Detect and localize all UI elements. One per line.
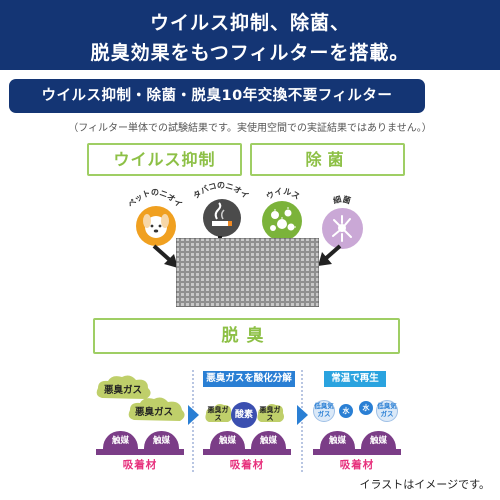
low-odor-gas-bubble-2 xyxy=(376,400,398,422)
odor-gas-cloud-3 xyxy=(205,404,232,422)
odor-gas-text-4: 悪臭ガス xyxy=(259,406,281,422)
next-step-arrow-icon xyxy=(188,405,199,425)
cigarette-icon xyxy=(203,199,241,237)
odor-gas-cloud-4 xyxy=(257,404,284,422)
odor-gas-text-2: 悪臭ガス xyxy=(135,407,174,418)
filter-title-badge: ウイルス抑制・除菌・脱臭10年交換不要フィルター xyxy=(9,79,425,113)
svg-text:細菌: 細菌 xyxy=(332,194,352,206)
catalyst-chip-6: 触媒 xyxy=(361,431,396,449)
low-odor-gas-text: 低臭気ガス xyxy=(314,402,334,418)
test-disclaimer: （フィルター単体での試験結果です。実使用空間での実証結果ではありません。） xyxy=(68,123,432,134)
catalyst-chip: 触媒 xyxy=(103,431,138,449)
regenerate-badge: 常温で再生 xyxy=(324,371,386,387)
svg-text:タバコのニオイ: タバコのニオイ xyxy=(191,181,250,201)
adsorbent-label-2: 吸着材 xyxy=(229,459,265,471)
odor-gas-text-3: 悪臭ガス xyxy=(207,406,229,422)
pet-dog-icon xyxy=(136,206,176,246)
catalyst-chip-5: 触媒 xyxy=(320,431,355,449)
adsorbent-base xyxy=(96,449,184,455)
header-line-2: 脱臭効果をもつフィルターを搭載。 xyxy=(90,42,410,64)
low-odor-gas-bubble xyxy=(313,400,335,422)
low-odor-gas-text-2: 低臭気ガス xyxy=(377,402,397,418)
panel-divider xyxy=(192,370,194,472)
virus-suppression-label: ウイルス抑制 xyxy=(87,143,242,176)
header-line-1: ウイルス抑制、除菌、 xyxy=(149,12,350,34)
adsorbent-label-3: 吸着材 xyxy=(339,459,375,471)
catalyst-chip-3: 触媒 xyxy=(210,431,245,449)
arrow-down-left-icon xyxy=(318,244,342,266)
arrow-down-right-icon xyxy=(152,244,178,268)
filter-block xyxy=(176,238,319,307)
tobacco-odor-label-arc: タバコのニオイ xyxy=(191,181,250,201)
odor-gas-text: 悪臭ガス xyxy=(104,385,143,396)
sterilization-label: 除菌 xyxy=(250,143,405,176)
catalyst-chip-4: 触媒 xyxy=(251,431,286,449)
odor-gas-cloud-2 xyxy=(128,397,185,421)
svg-text:ウイルス: ウイルス xyxy=(265,187,302,202)
odor-gas-cloud xyxy=(96,375,151,399)
bacteria-label-arc: 細菌 xyxy=(332,194,352,206)
oxidize-badge: 悪臭ガスを酸化分解 xyxy=(203,371,295,387)
catalyst-chip-2: 触媒 xyxy=(144,431,179,449)
header-banner: ウイルス抑制、除菌、 脱臭効果をもつフィルターを搭載。 xyxy=(0,0,500,70)
adsorbent-label: 吸着材 xyxy=(122,459,158,471)
bacteria-icon xyxy=(322,208,363,249)
next-step-arrow-icon-2 xyxy=(297,405,308,425)
illustration-disclaimer: イラストはイメージです。 xyxy=(359,478,490,491)
water-molecule-icon: 水 xyxy=(339,404,353,418)
water-molecule-icon-2: 水 xyxy=(359,401,373,415)
adsorbent-base-2 xyxy=(203,449,291,455)
deodorization-label: 脱臭 xyxy=(93,318,400,354)
panel-divider-2 xyxy=(301,370,303,472)
virus-icon xyxy=(262,201,302,241)
adsorbent-base-3 xyxy=(313,449,401,455)
oxygen-molecule-icon: 酸素 xyxy=(231,402,257,428)
pet-odor-label-arc: ペットのニオイ xyxy=(126,188,184,209)
virus-label-arc: ウイルス xyxy=(265,187,302,202)
